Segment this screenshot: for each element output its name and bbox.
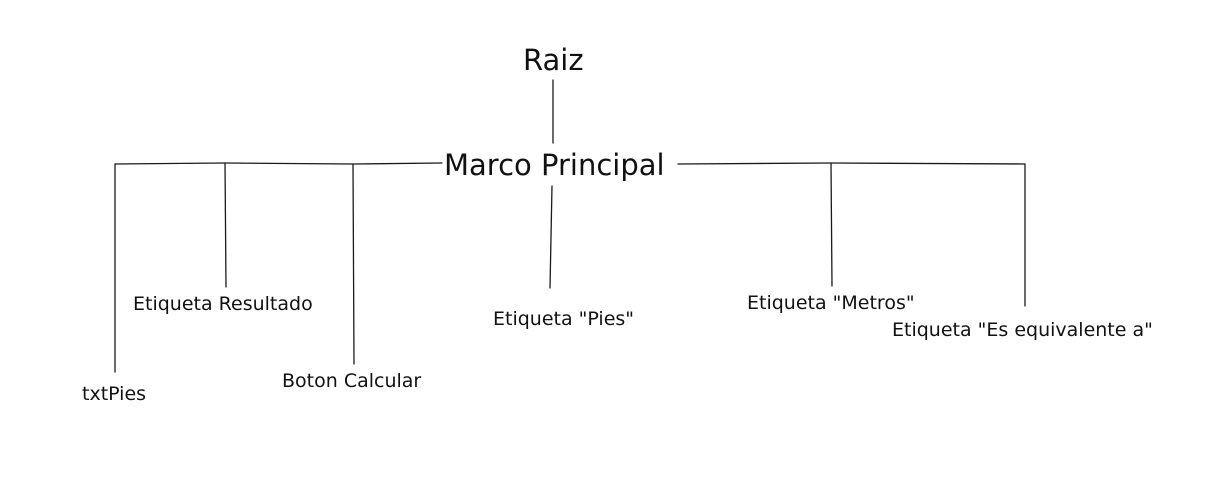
node-etiqueta-resultado: Etiqueta Resultado bbox=[133, 293, 313, 315]
edge-resultado bbox=[224, 162, 227, 288]
node-root: Raiz bbox=[523, 43, 584, 77]
node-etiqueta-pies: Etiqueta "Pies" bbox=[493, 308, 635, 330]
edge-calcular bbox=[352, 163, 355, 365]
node-main: Marco Principal bbox=[444, 148, 665, 182]
node-etiqueta-equivalente: Etiqueta "Es equivalente a" bbox=[892, 319, 1153, 341]
edge-metros bbox=[830, 162, 833, 287]
node-txtpies: txtPies bbox=[82, 383, 147, 405]
edge-right-bar bbox=[677, 162, 1026, 165]
node-boton-calcular: Boton Calcular bbox=[282, 370, 422, 392]
edge-left-bar bbox=[114, 162, 443, 165]
edge-pies bbox=[549, 185, 553, 289]
node-etiqueta-metros: Etiqueta "Metros" bbox=[747, 292, 915, 314]
